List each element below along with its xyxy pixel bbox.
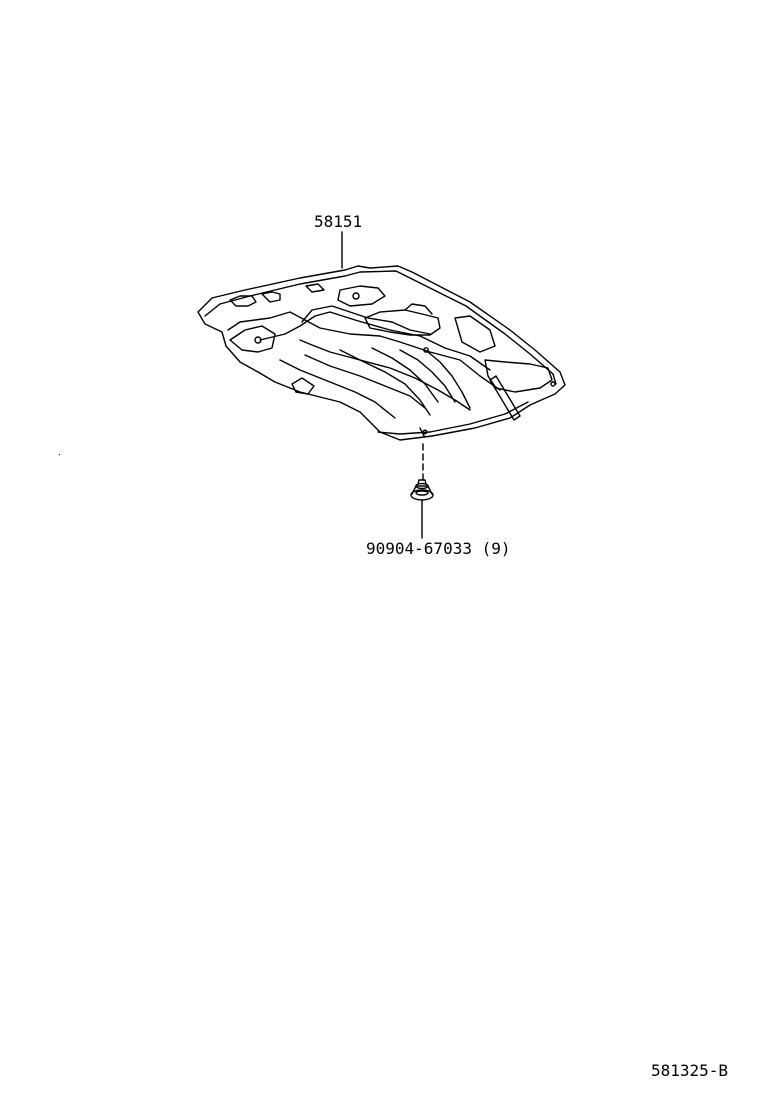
clip-fastener-icon bbox=[410, 479, 434, 501]
part-number-58151-label[interactable]: 58151 bbox=[314, 212, 363, 231]
stray-dot bbox=[59, 454, 60, 455]
under-cover-plate-icon bbox=[197, 265, 566, 441]
figure-code-label: 581325-B bbox=[651, 1061, 729, 1080]
part-number-clip-label[interactable]: 90904-67033 (9) bbox=[366, 539, 511, 558]
